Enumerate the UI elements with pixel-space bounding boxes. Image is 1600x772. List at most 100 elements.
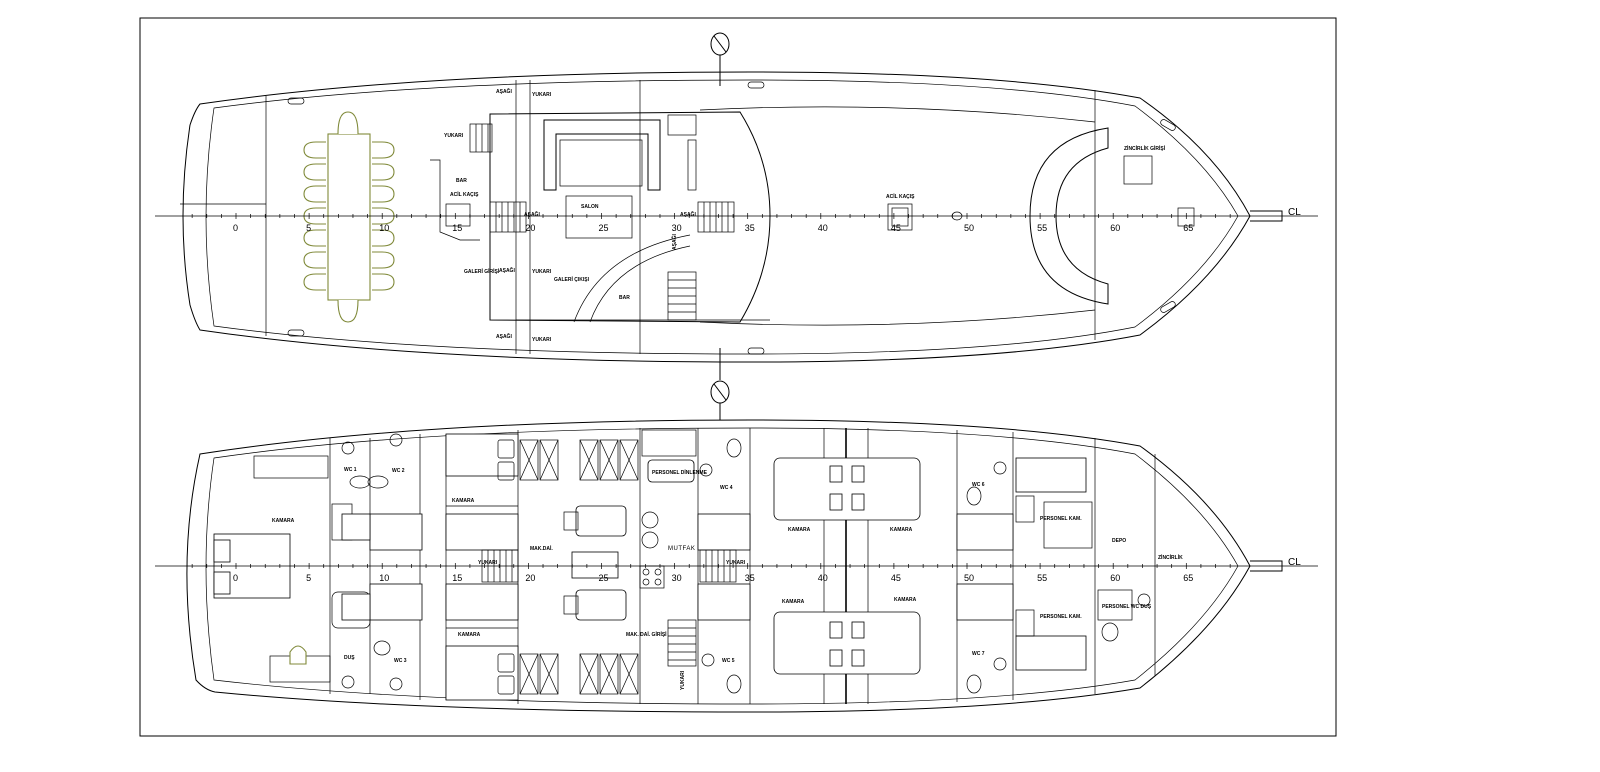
label-wc1: WC 1 (344, 467, 357, 473)
cleat (747, 81, 765, 89)
crew-locker (1015, 609, 1035, 637)
galley-sink (641, 531, 659, 549)
windlass (1177, 207, 1195, 227)
generator-end (563, 511, 579, 531)
pillow (497, 439, 515, 459)
dining-chair (303, 273, 326, 291)
basin (993, 461, 1007, 475)
curve-2 (589, 245, 691, 323)
label-zincirlik-girisi: ZİNCİRLİK GİRİŞİ (1124, 145, 1166, 152)
basin (341, 441, 355, 455)
aft-cabin-wardrobe (253, 455, 329, 479)
salon-cabinet (667, 114, 697, 136)
basin (1137, 593, 1151, 607)
crate-cross (519, 439, 539, 481)
galley-sink (641, 511, 659, 529)
frame-number: 20 (525, 573, 535, 583)
frame-number: 5 (306, 223, 311, 233)
pillow (213, 571, 231, 595)
label-mutfak: MUTFAK (668, 546, 695, 552)
storage-crate (519, 653, 539, 695)
crate-cross (539, 653, 559, 695)
frame-number: 15 (452, 223, 462, 233)
frame-number: 0 (233, 573, 238, 583)
lower-hull-outline (186, 419, 1251, 713)
basin (699, 463, 713, 477)
stair-upper-aft (469, 123, 493, 153)
salon-sofa (543, 119, 661, 191)
pillow (829, 465, 843, 483)
crate-cross (619, 653, 639, 695)
generator (575, 589, 627, 621)
storage-crate (619, 653, 639, 695)
label-acil-kacis: ACİL KAÇIŞ (886, 193, 915, 200)
frame-number: 65 (1183, 573, 1193, 583)
toilet (349, 475, 371, 489)
frame-number: 40 (818, 223, 828, 233)
label-personel-wc: PERSONEL WC DUŞ (1102, 604, 1152, 610)
lower-hull-inner (205, 427, 1239, 705)
crate-cross (619, 439, 639, 481)
basin (993, 657, 1007, 671)
crate-cross (579, 439, 599, 481)
label-wc4: WC 4 (720, 485, 733, 491)
cleat (1160, 301, 1176, 313)
bed (956, 583, 1014, 621)
curve-1 (573, 234, 691, 323)
label-acil-kacis: ACİL KAÇIŞ (450, 191, 479, 198)
double-bed (773, 457, 921, 521)
stair-aft (489, 201, 527, 233)
bed (445, 433, 519, 477)
label-zincirlik: ZİNCİRLİK (1158, 554, 1183, 561)
basin (701, 653, 715, 667)
crew-bunk (1015, 635, 1087, 671)
galley-stove (639, 565, 665, 589)
dining-chair (372, 141, 395, 159)
storage-crate (599, 439, 619, 481)
frame-ticks-lower (191, 563, 1231, 569)
frame-number: 25 (599, 223, 609, 233)
dining-chair (372, 229, 395, 247)
bar-counter (430, 159, 480, 241)
mast-symbol-lower-line (713, 383, 727, 401)
label-wc3: WC 3 (394, 658, 407, 664)
storage-crate (579, 439, 599, 481)
pillow (497, 653, 515, 673)
generator (575, 505, 627, 537)
cl-label-lower: CL (1288, 557, 1301, 568)
frame-number: 45 (891, 223, 901, 233)
dining-chair (372, 273, 395, 291)
label-makdai-girisi: MAK. DAİ. GİRİŞİ (626, 631, 667, 638)
galley-counter (641, 429, 697, 457)
label-yukari: YUKARI (478, 560, 498, 566)
dining-chair (303, 141, 326, 159)
label-dus: DUŞ (344, 655, 355, 661)
label-asagi: AŞAĞI (524, 210, 540, 218)
cl-label-upper: CL (1288, 207, 1301, 218)
storage-crate (619, 439, 639, 481)
label-yukari: YUKARI (532, 269, 552, 275)
frame-number: 30 (672, 573, 682, 583)
frame-ticks-upper (191, 213, 1231, 219)
label-bar-right: BAR (619, 295, 630, 301)
hatch-inner (891, 207, 909, 227)
frame-number: 25 (599, 573, 609, 583)
drawing-border (139, 17, 1337, 737)
label-kamara: KAMARA (272, 518, 295, 524)
crate-cross (539, 439, 559, 481)
mast-symbol-line (713, 35, 727, 53)
label-asagi: AŞAĞI (680, 210, 696, 218)
label-galeri-girisi: GALERİ GİRİŞİ (464, 268, 500, 275)
salon-room-box (565, 195, 633, 239)
generator-end (563, 595, 579, 615)
burner (642, 578, 650, 586)
aft-cabin-chair (289, 645, 307, 665)
crew-bunk (1015, 457, 1087, 493)
upper-hull-inner (205, 79, 1239, 355)
bed (445, 645, 519, 701)
acil-kacis-hatch-2 (887, 203, 913, 231)
frame-number: 10 (379, 573, 389, 583)
label-wc6: WC 6 (972, 482, 985, 488)
label-asagi: AŞAĞI (499, 266, 515, 274)
